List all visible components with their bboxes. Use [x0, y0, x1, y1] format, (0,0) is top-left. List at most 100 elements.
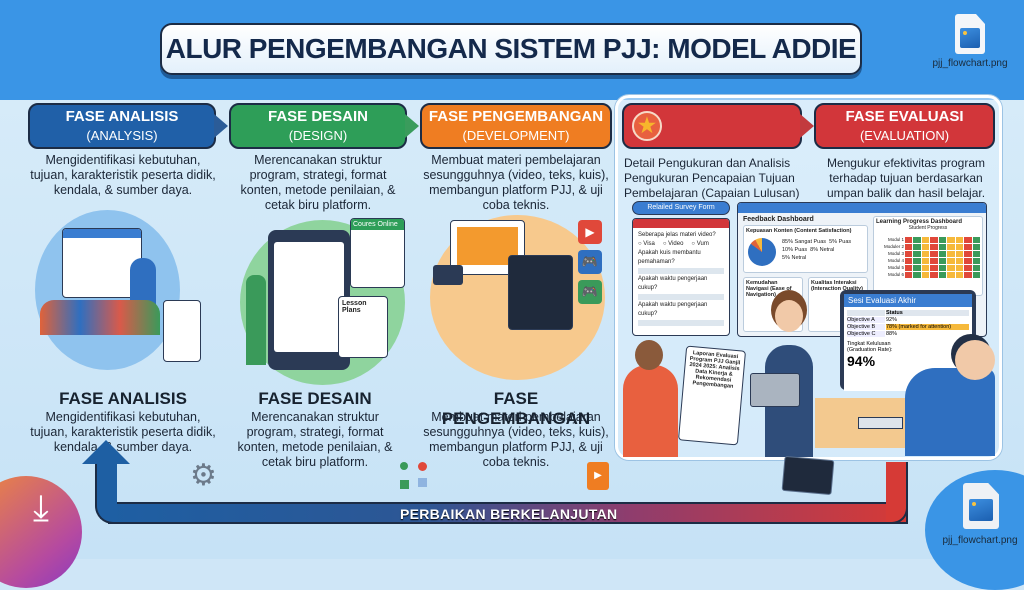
camera-icon	[433, 265, 463, 285]
heatmap-cell	[905, 265, 913, 271]
file-label: pjj_flowchart.png	[942, 535, 1018, 546]
download-icon: ⤓	[33, 487, 49, 528]
phase-title: FASE ANALISIS	[65, 108, 179, 125]
loop-red-segment	[886, 462, 908, 524]
phase-design-header: FASE DESAIN (DESIGN)	[229, 103, 407, 149]
survey-question: Apakah waktu pengerjaan cukup?	[638, 302, 708, 317]
arrow-right-icon	[800, 114, 814, 138]
heatmap-cell	[930, 265, 938, 271]
survey-question: Apakah waktu pengerjaan cukup?	[638, 276, 708, 291]
image-file-icon	[955, 14, 985, 54]
arrow-right-icon	[214, 114, 228, 138]
legend-item: 8% Netral	[810, 247, 835, 253]
heatmap-cell	[921, 244, 930, 250]
heatmap-cell	[913, 272, 921, 278]
phase-subtitle: (DESIGN)	[288, 128, 348, 143]
star-icon: ★	[632, 111, 662, 141]
phase-subtitle: (DEVELOPMENT)	[462, 128, 570, 143]
survey-option[interactable]: ○ Vum	[691, 241, 709, 247]
arrow-up-icon	[82, 440, 130, 464]
survey-question: Seberapa jelas materi video?	[638, 232, 716, 238]
heatmap-cell	[930, 237, 938, 243]
heatmap-cell	[972, 244, 980, 250]
phase-analysis-desc: Mengidentifikasi kebutuhan, tujuan, kara…	[30, 153, 216, 197]
heatmap-cell	[964, 258, 972, 264]
course-online-card: Coures Online	[350, 218, 405, 288]
heatmap-cell	[955, 265, 964, 271]
evaluation-report-document: Laporan Evaluasi Program PJJ Ganjil 2024…	[677, 345, 747, 446]
heatmap-cell	[947, 251, 955, 257]
lower-design-title: FASE DESAIN	[258, 389, 372, 408]
heatmap-cell	[938, 272, 947, 278]
heatmap-cell	[964, 244, 972, 250]
lower-development-desc: Membuat materi pembelajaran sesungguhnya…	[423, 410, 609, 469]
legend-item: 5% Puas	[829, 239, 852, 245]
person-head	[955, 340, 995, 380]
objective-label: Objective C	[847, 331, 885, 337]
page-title: ALUR PENGEMBANGAN SISTEM PJJ: MODEL ADDI…	[160, 23, 862, 75]
heatmap-cell	[955, 237, 964, 243]
arrow-right-icon	[405, 114, 419, 138]
designer-figure	[246, 275, 266, 365]
person-presenter	[623, 365, 678, 457]
heatmap-cell	[913, 237, 921, 243]
heatmap-cell	[964, 237, 972, 243]
heatmap-cell	[938, 265, 947, 271]
heatmap-cell	[913, 251, 921, 257]
phase-evaluation-desc: Mengukur efektivitas program terhadap tu…	[826, 156, 986, 200]
heatmap-cell	[972, 272, 980, 278]
phase-title: FASE DESAIN	[267, 108, 369, 125]
survey-option[interactable]: ○ Visa	[638, 241, 655, 247]
workflow-icon	[400, 462, 428, 490]
heatmap-cell	[964, 265, 972, 271]
survey-form: Seberapa jelas materi video? ○ Visa ○ Vi…	[632, 218, 730, 336]
heatmap-cell	[921, 237, 930, 243]
desktop-file-top[interactable]: pjj_flowchart.png	[925, 14, 1015, 69]
heatmap-cell	[938, 258, 947, 264]
heatmap-cell	[921, 272, 930, 278]
desktop-file-bottom[interactable]: pjj_flowchart.png	[935, 483, 1024, 546]
heatmap-cell	[921, 258, 930, 264]
gears-icon: ⚙	[190, 459, 217, 492]
heatmap-cell	[930, 272, 938, 278]
phase-title: FASE EVALUASI	[845, 108, 964, 125]
legend-item: 5% Netral	[782, 255, 807, 261]
heatmap-cell	[913, 265, 921, 271]
heatmap-cell	[955, 272, 964, 278]
evaluation-detail-text: Detail Pengukuran dan Analisis Pengukura…	[624, 156, 800, 200]
phase-development-header: FASE PENGEMBANGAN(DEVELOPMENT)	[420, 103, 612, 149]
heatmap-row-label: Moduler 2	[883, 244, 904, 249]
survey-option[interactable]: ○ Video	[662, 241, 684, 247]
evaluation-star-header: ★	[622, 103, 802, 149]
progress-subtitle: Student Progress	[908, 225, 948, 231]
survey-input[interactable]	[638, 320, 724, 326]
keyboard	[858, 417, 903, 429]
progress-dashboard-title: Learning Progress Dashboard	[876, 219, 963, 225]
heatmap-cell	[955, 251, 964, 257]
tablet-wireframe	[268, 230, 350, 370]
course-card-title: Coures Online	[351, 219, 404, 230]
tablet-device	[750, 373, 800, 407]
content-satisfaction-title: Kepuasan Konten (Content Satisfaction)	[746, 228, 852, 234]
code-window-icon	[781, 455, 835, 496]
gamepad-icon: 🎮	[578, 250, 602, 274]
phase-subtitle: (EVALUATION)	[859, 128, 950, 143]
lower-analysis-title: FASE ANALISIS	[59, 389, 187, 408]
objective-label: Objective A	[847, 317, 885, 323]
heatmap-cell	[930, 251, 938, 257]
heatmap-row-label: Modul 4	[887, 258, 904, 263]
file-label: pjj_flowchart.png	[932, 58, 1008, 69]
heatmap-cell	[947, 258, 955, 264]
heatmap-row-label: Modul 3	[887, 251, 904, 256]
heatmap-cell	[905, 258, 913, 264]
heatmap-cell	[972, 237, 980, 243]
survey-input[interactable]	[638, 294, 724, 300]
heatmap-cell	[905, 237, 913, 243]
person-at-computer	[905, 368, 995, 456]
heatmap-cell	[947, 237, 955, 243]
phase-evaluation-header: FASE EVALUASI (EVALUATION)	[814, 103, 995, 149]
heatmap-cell	[938, 251, 947, 257]
heatmap-cell	[972, 265, 980, 271]
survey-input[interactable]	[638, 268, 724, 274]
survey-question: Apakah kuis membantu pemahaman?	[638, 250, 701, 265]
